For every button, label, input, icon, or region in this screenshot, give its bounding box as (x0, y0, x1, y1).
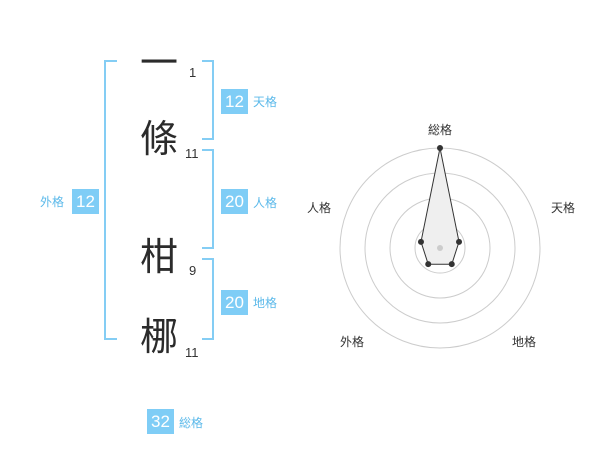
name-char-1: 一 (140, 41, 179, 85)
stroke-count-3: 9 (189, 263, 197, 278)
name-char-2: 條 (140, 117, 179, 161)
radar-point-5 (417, 238, 424, 245)
soukaku-value: 32 (147, 409, 174, 434)
axis-label-jinkaku: 人格 (307, 200, 331, 215)
axis-label-tenkaku: 天格 (551, 200, 575, 215)
chikaku-label: 地格 (253, 296, 278, 310)
radar-center (437, 245, 443, 251)
soukaku-label: 総格 (179, 416, 204, 430)
axis-label-gaikaku: 外格 (340, 334, 364, 349)
tenkaku-value: 12 (221, 89, 248, 114)
stroke-count-1: 1 (189, 65, 197, 80)
name-char-4: 梛 (140, 315, 179, 359)
stroke-count-2: 11 (185, 146, 199, 161)
radar-point-4 (425, 261, 432, 268)
jinkaku-bracket (202, 149, 214, 249)
axis-label-soukaku: 総格 (428, 122, 452, 137)
jinkaku-label: 人格 (253, 196, 278, 210)
radar-point-3 (448, 261, 455, 268)
radar-point-1 (437, 145, 443, 151)
gaikaku-bracket (104, 60, 117, 340)
name-char-3: 柑 (140, 235, 179, 279)
radar-area (420, 147, 460, 265)
radar-point-2 (456, 238, 463, 245)
chikaku-bracket (202, 258, 214, 340)
fortune-radar-chart: 総格 天格 地格 外格 人格 (307, 122, 575, 349)
jinkaku-value: 20 (221, 189, 248, 214)
tenkaku-label: 天格 (253, 95, 278, 109)
tenkaku-bracket (202, 60, 214, 140)
gaikaku-value: 12 (72, 189, 99, 214)
axis-label-chikaku: 地格 (512, 334, 536, 349)
chikaku-value: 20 (221, 290, 248, 315)
radar-points (417, 145, 463, 268)
gaikaku-label: 外格 (40, 195, 65, 209)
stroke-count-4: 11 (185, 345, 199, 360)
